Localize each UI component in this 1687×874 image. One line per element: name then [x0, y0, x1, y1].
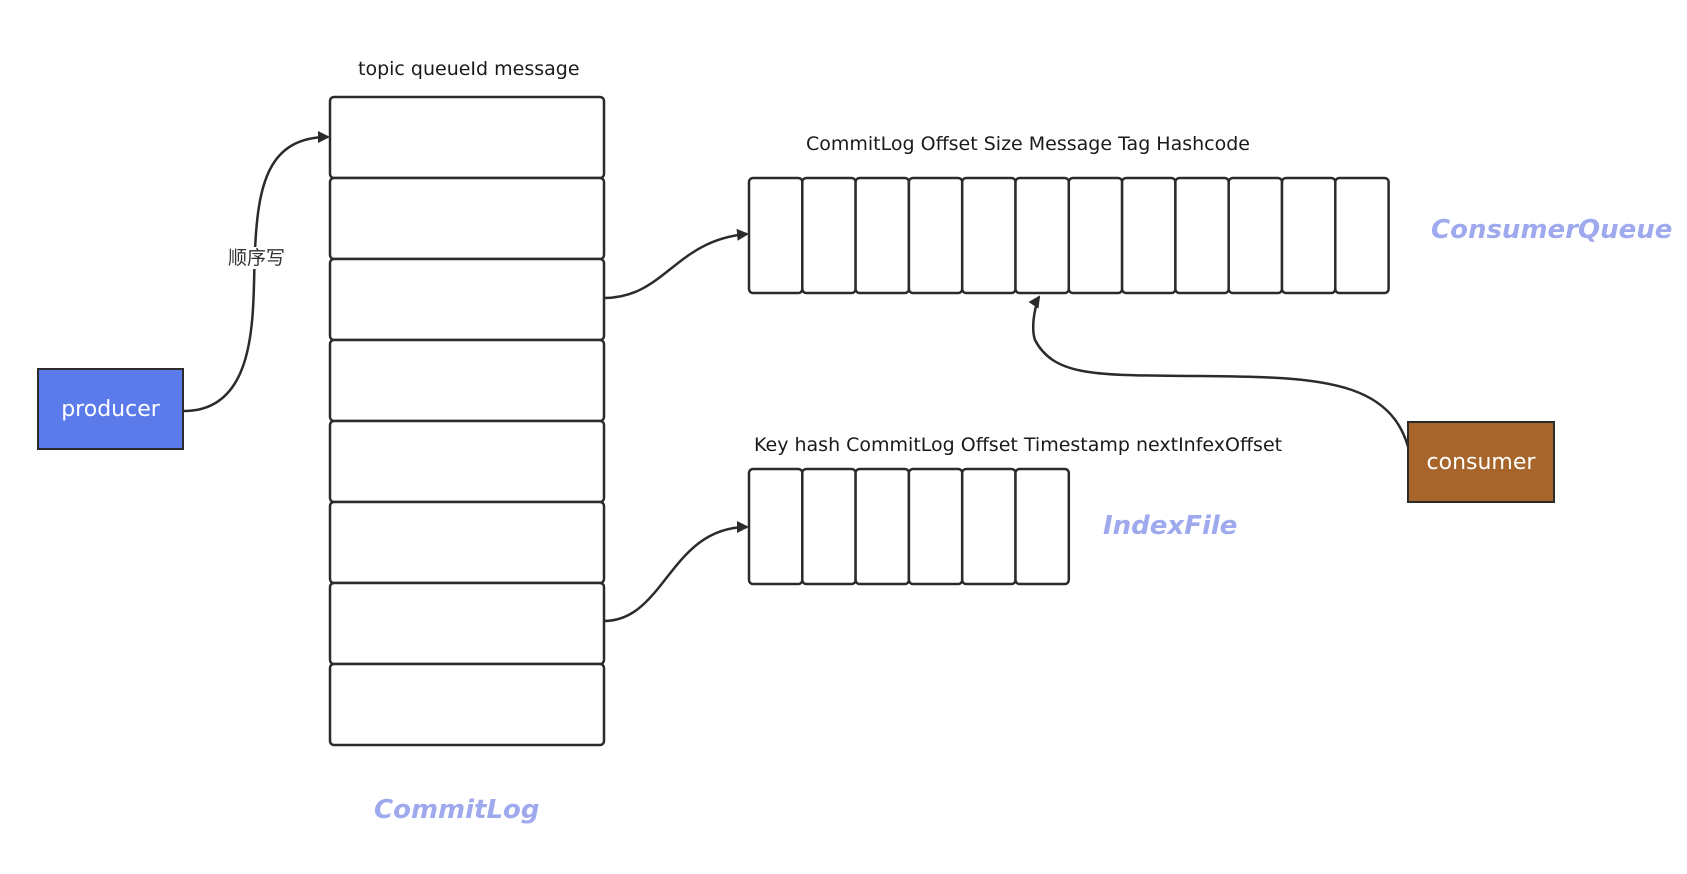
- indexfile-title: IndexFile: [1103, 511, 1238, 541]
- consumerqueue-cell: [907, 176, 964, 295]
- consumerqueue-cell: [1014, 176, 1071, 295]
- commitlog-cell: [328, 662, 606, 747]
- commitlog-cell: [328, 581, 606, 666]
- sequential-write-label: 顺序写: [226, 247, 288, 269]
- commitlog-cell: [328, 419, 606, 504]
- commitlog-cells: [328, 95, 606, 747]
- consumerqueue-cell: [1334, 176, 1390, 295]
- consumer-node[interactable]: consumer: [1407, 421, 1555, 503]
- commitlog-cell: [328, 95, 606, 180]
- consumerqueue-cell: [1174, 176, 1230, 295]
- consumerqueue-cell: [1067, 176, 1124, 295]
- consumerqueue-cell: [801, 176, 857, 295]
- consumerqueue-cell: [960, 176, 1017, 295]
- consumerqueue-title: ConsumerQueue: [1431, 215, 1673, 245]
- consumerqueue-cell: [1120, 176, 1177, 295]
- consumerqueue-cell: [854, 176, 911, 295]
- consumerqueue-cells: [747, 176, 1390, 295]
- indexfile-cell: [854, 467, 911, 586]
- commitlog-cell: [328, 338, 606, 423]
- commitlog-cell: [328, 257, 606, 342]
- edge-consumer-to-consumerqueue: [1028, 295, 1415, 475]
- commitlog-cell: [328, 176, 606, 261]
- producer-node[interactable]: producer: [37, 368, 184, 450]
- edge-commitlog-to-consumerqueue: [603, 228, 749, 300]
- indexfile-header-label: Key hash CommitLog Offset Timestamp next…: [754, 434, 1283, 456]
- indexfile-cell: [907, 467, 964, 586]
- indexfile-cell: [960, 467, 1017, 586]
- commitlog-title: CommitLog: [374, 795, 540, 825]
- commitlog-header-label: topic queueId message: [358, 58, 580, 80]
- consumerqueue-header-label: CommitLog Offset Size Message Tag Hashco…: [806, 133, 1250, 155]
- consumerqueue-cell: [1227, 176, 1284, 295]
- indexfile-cells: [747, 467, 1071, 586]
- edge-producer-to-commitlog: [183, 131, 330, 413]
- indexfile-cell: [1014, 467, 1071, 586]
- consumerqueue-cell: [747, 176, 804, 295]
- commitlog-cell: [328, 500, 606, 585]
- edge-commitlog-to-indexfile: [603, 521, 749, 623]
- indexfile-cell: [801, 467, 857, 586]
- indexfile-cell: [747, 467, 804, 586]
- consumerqueue-cell: [1280, 176, 1337, 295]
